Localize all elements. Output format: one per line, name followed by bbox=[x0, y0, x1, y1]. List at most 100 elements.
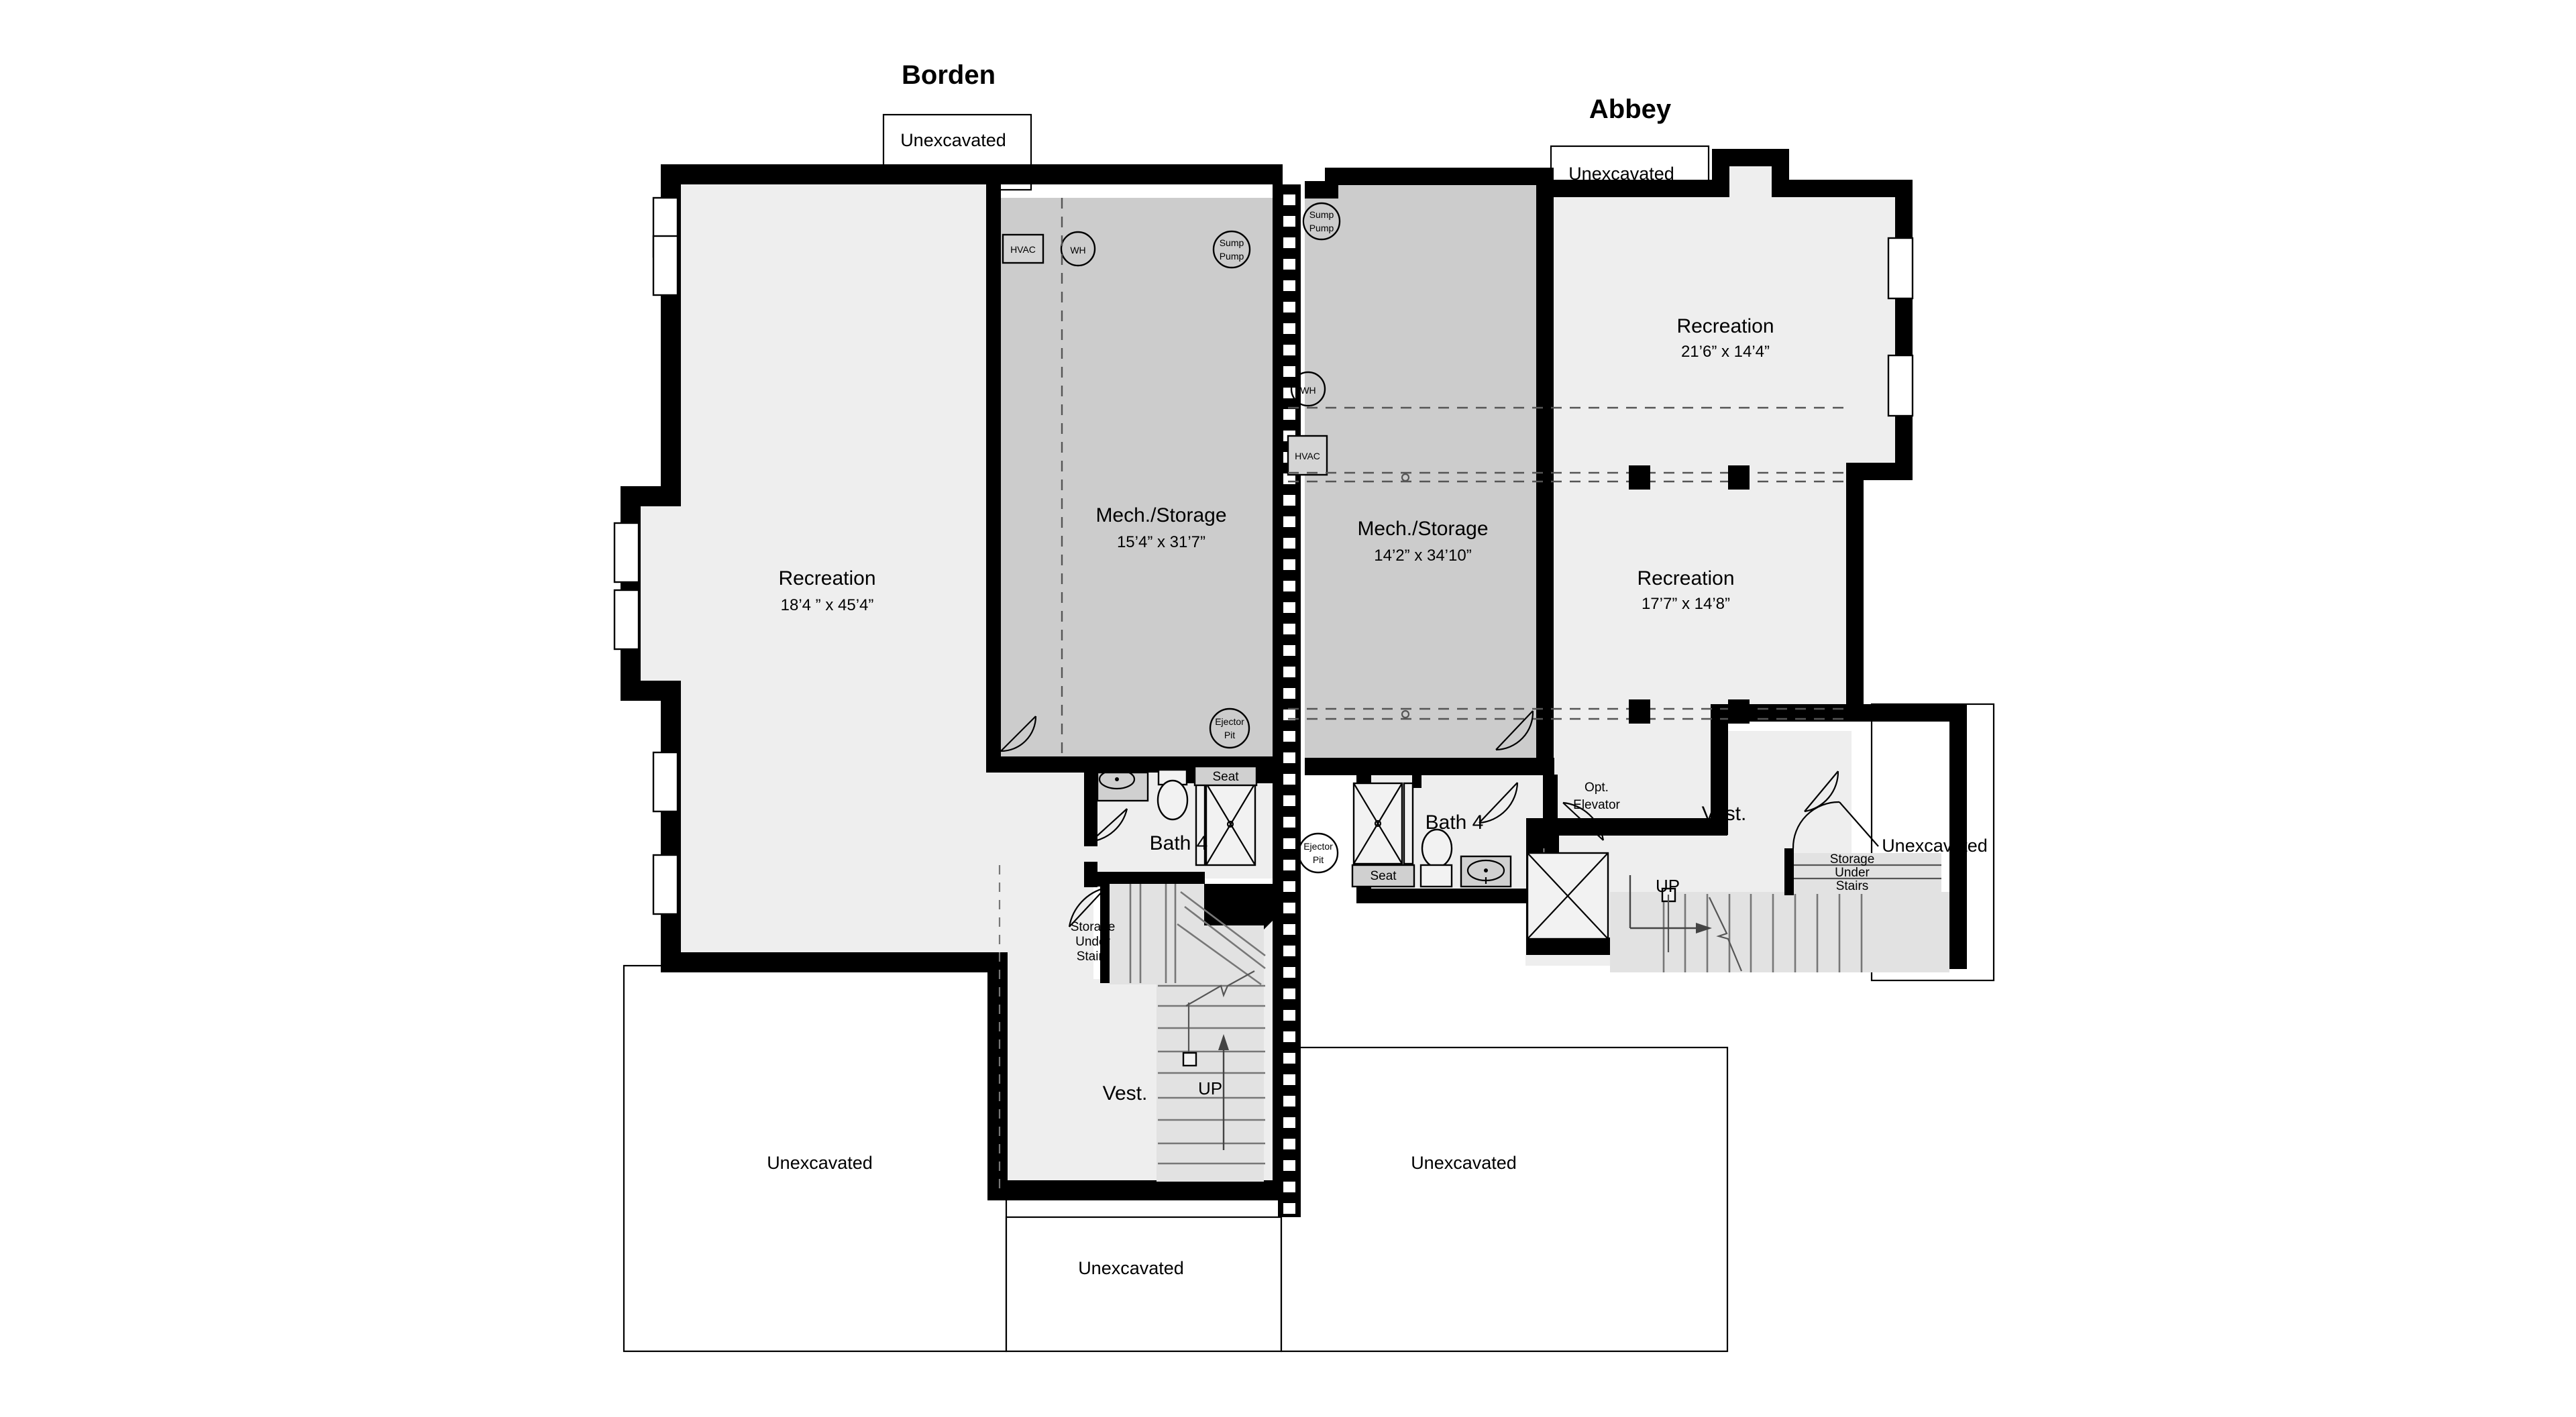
shower-x2-abbey bbox=[1353, 783, 1403, 864]
ejector-pit-abbey bbox=[1297, 832, 1339, 874]
interior-doors bbox=[1000, 710, 1839, 813]
sink-drain-abbey bbox=[1484, 868, 1488, 872]
borden-storage-line3: Stairs bbox=[1077, 950, 1110, 964]
shower-door-abbey bbox=[1403, 782, 1414, 865]
abbey-rec-top-wall-left bbox=[1550, 180, 1721, 197]
borden-vest-left-wall bbox=[987, 952, 1008, 1200]
up-label-borden: UP bbox=[1198, 1078, 1222, 1098]
borden-bath-bottom-wall bbox=[1084, 872, 1205, 887]
abbey-storage-left-wall bbox=[1784, 848, 1794, 895]
shower-seat-borden bbox=[1193, 765, 1258, 787]
pump-label-abbey: Pump bbox=[1309, 223, 1334, 233]
borden-windows bbox=[613, 196, 679, 915]
opt-elevator-line1: Opt. bbox=[1585, 781, 1609, 795]
bath-door-swing-abbey bbox=[1479, 782, 1519, 824]
pit-label-borden: Pit bbox=[1224, 730, 1235, 740]
abbey-storage-line2: Under bbox=[1835, 866, 1870, 880]
abbey-bath-fixtures: Seat bbox=[1351, 782, 1519, 888]
borden-mech-door-swing bbox=[1000, 716, 1037, 752]
borden-mech-name: Mech./Storage bbox=[1095, 504, 1226, 526]
borden-stair-left-wall bbox=[1100, 884, 1110, 982]
seat-label-borden: Seat bbox=[1212, 770, 1239, 784]
storage-door-swing-borden bbox=[1068, 887, 1106, 927]
column-3 bbox=[1629, 699, 1650, 724]
unexcavated-label-abbey-right: Unexcavated bbox=[1882, 836, 1988, 856]
abbey-storage-fill bbox=[1792, 853, 1941, 892]
abbey-bath-right-wall bbox=[1543, 775, 1558, 848]
window-borden-4 bbox=[613, 589, 640, 650]
beam-node-2 bbox=[1401, 710, 1410, 719]
ejector-label-borden: Ejector bbox=[1215, 716, 1244, 727]
borden-mech-door-leaf bbox=[1000, 716, 1036, 752]
beam-node-1 bbox=[1401, 473, 1410, 482]
party-wall-body bbox=[1278, 184, 1301, 1217]
bath-door-leaf-abbey bbox=[1479, 782, 1518, 824]
window-borden-3 bbox=[613, 522, 640, 583]
borden-mech-dims: 15’4” x 31’7” bbox=[1117, 533, 1205, 551]
borden-vest-name: Vest. bbox=[1103, 1082, 1148, 1104]
borden-stair-treads-lower bbox=[1158, 984, 1265, 1165]
abbey-elevator bbox=[1526, 801, 1609, 940]
toilet-tank-abbey bbox=[1419, 864, 1453, 888]
hvac-unit-abbey bbox=[1287, 435, 1328, 476]
borden-stair-treads-upper bbox=[1129, 884, 1177, 983]
abbey-vest-right-wall bbox=[1949, 704, 1967, 969]
unexcavated-regions bbox=[623, 113, 1995, 1353]
sump-pump-borden bbox=[1212, 230, 1251, 269]
abbey-mech-door-swing bbox=[1495, 710, 1534, 751]
abbey-rec-right-wall-mid bbox=[1846, 463, 1864, 722]
abbey-rec-right-wall-upper bbox=[1895, 180, 1913, 475]
hvac-label-borden: HVAC bbox=[1010, 244, 1036, 255]
abbey-rec-lower-wall bbox=[1711, 704, 1728, 835]
pump-label-borden: Pump bbox=[1220, 251, 1244, 262]
pit-label-abbey: Pit bbox=[1313, 854, 1324, 865]
abbey-vest-name: Vest. bbox=[1702, 803, 1747, 825]
borden-bath-fixtures: Seat bbox=[1090, 765, 1258, 866]
abbey-recreation-fill bbox=[1550, 161, 1902, 828]
ejector-label-abbey: Ejector bbox=[1303, 841, 1333, 852]
bath-door-leaf-borden bbox=[1090, 808, 1128, 842]
abbey-mech-dims: 14’2” x 34’10” bbox=[1374, 547, 1471, 565]
elevator-door-swing bbox=[1562, 801, 1605, 841]
abbey-storage-line3: Stairs bbox=[1836, 879, 1869, 893]
wh-label-borden: WH bbox=[1070, 245, 1085, 256]
abbey-recreation-lower-name: Recreation bbox=[1637, 567, 1734, 589]
unexcavated-label-abbey-top: Unexcavated bbox=[1568, 164, 1674, 184]
abbey-recreation-lower-dims: 17’7” x 14’8” bbox=[1642, 595, 1730, 613]
window-abbey-2 bbox=[1887, 354, 1914, 417]
hvac-label-abbey: HVAC bbox=[1295, 451, 1320, 461]
borden-equipment: HVAC WH Sump Pump Ejector Pit bbox=[998, 198, 1251, 1194]
abbey-vest-door-leaf bbox=[1804, 771, 1839, 812]
ejector-pit-borden bbox=[1209, 707, 1250, 749]
abbey-up-arrow-head bbox=[1696, 923, 1712, 933]
unexcavated-label-borden-top: Unexcavated bbox=[900, 130, 1006, 150]
party-wall bbox=[1278, 184, 1301, 1217]
window-borden-6 bbox=[652, 854, 679, 915]
party-wall-hatch bbox=[1283, 194, 1295, 1214]
abbey-storage-under-stairs bbox=[1784, 801, 1941, 895]
borden-mech-fill bbox=[995, 198, 1275, 761]
unexcavated-label-borden-left: Unexcavated bbox=[767, 1153, 873, 1173]
abbey-storage-door-leaf bbox=[1839, 801, 1879, 847]
abbey-bath-name: Bath 4 bbox=[1426, 811, 1484, 834]
abbey-mech-name: Mech./Storage bbox=[1357, 518, 1488, 540]
window-borden-2 bbox=[652, 235, 679, 296]
abbey-storage-line1: Storage bbox=[1830, 852, 1875, 866]
abbey-vest-door-swing bbox=[1804, 771, 1839, 813]
abbey-mech-top-wall bbox=[1325, 168, 1553, 185]
shower-drain-borden bbox=[1226, 820, 1234, 828]
borden-recreation-fill bbox=[631, 174, 1033, 972]
abbey-rec-top-wall-right bbox=[1772, 180, 1913, 197]
abbey-vest-step-top bbox=[1846, 704, 1967, 722]
borden-recreation-dims: 18’4 ” x 45’4” bbox=[781, 596, 874, 614]
borden-stair-newel bbox=[1182, 1052, 1197, 1067]
abbey-stair-treads bbox=[1662, 894, 1863, 972]
abbey-stair-break-line bbox=[1709, 897, 1743, 972]
unexcavated-box-abbey-bottom bbox=[1280, 1046, 1729, 1353]
abbey-mech-right-wall bbox=[1536, 168, 1554, 764]
borden-top-wall bbox=[661, 164, 1283, 184]
abbey-windows bbox=[1887, 237, 1914, 417]
plan-labels: Borden Abbey Unexcavated Unexcavated Une… bbox=[767, 60, 1988, 1278]
abbey-mech-bottom-wall bbox=[1305, 758, 1554, 775]
seat-label-abbey: Seat bbox=[1370, 869, 1397, 883]
